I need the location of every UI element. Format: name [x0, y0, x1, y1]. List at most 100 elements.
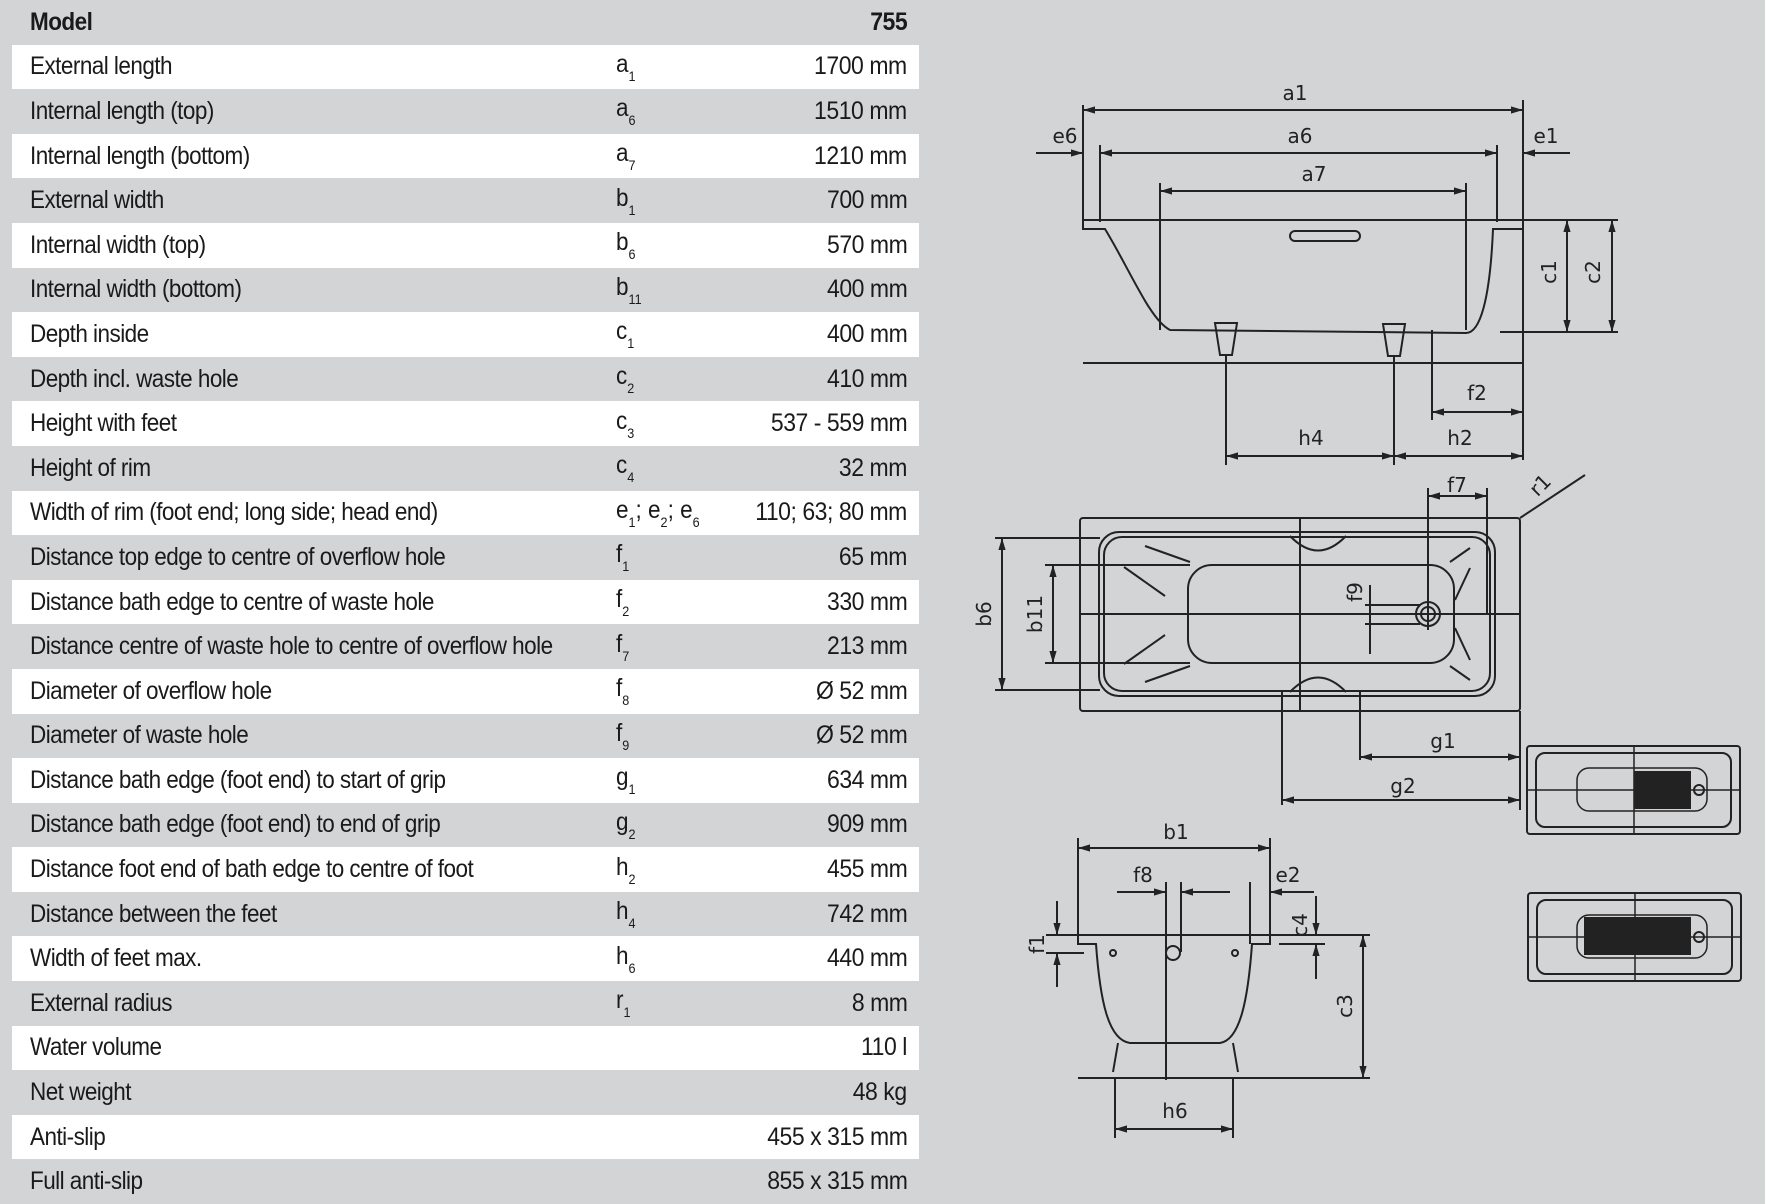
- row-label: Width of rim (foot end; long side; head …: [30, 498, 438, 527]
- row-symbol: c4: [616, 451, 634, 485]
- symbol-subscript: 1: [628, 201, 636, 218]
- symbol-letter: f: [616, 629, 623, 658]
- row-value: 742 mm: [826, 899, 908, 928]
- row-value: 8 mm: [851, 988, 907, 1017]
- symbol-subscript: 6: [692, 513, 700, 530]
- row-value: 855 x 315 mm: [766, 1167, 908, 1196]
- symbol-letter: b: [616, 228, 629, 257]
- end-view-drawing: [1046, 838, 1370, 1138]
- table-row: Distance bath edge (foot end) to start o…: [12, 758, 919, 803]
- table-row: Depth incl. waste hole c2 410 mm: [12, 356, 919, 402]
- symbol-subscript: 2: [627, 380, 635, 397]
- model-number: 755: [869, 7, 907, 36]
- symbol-subscript: 3: [627, 424, 635, 441]
- symbol-subscript: 1: [623, 1004, 631, 1021]
- symbol-subscript: 6: [628, 112, 636, 129]
- dim-label-f9: f9: [1343, 582, 1367, 602]
- row-label: Distance bath edge (foot end) to end of …: [30, 810, 441, 839]
- row-label: Width of feet max.: [30, 944, 202, 973]
- row-value: Ø 52 mm: [815, 721, 908, 750]
- symbol-letter: c: [616, 317, 628, 346]
- row-symbol: b11: [616, 273, 642, 307]
- row-label: Diameter of waste hole: [30, 721, 249, 750]
- symbol-letter: f: [616, 674, 623, 703]
- symbol-subscript: 1: [628, 781, 636, 798]
- dim-label-e1: e1: [1533, 124, 1558, 148]
- row-label: Depth incl. waste hole: [30, 364, 239, 393]
- symbol-subscript: 11: [628, 290, 642, 307]
- dim-label-c2: c2: [1581, 260, 1605, 284]
- anti-slip-thumbnail: [1526, 745, 1741, 835]
- dim-label-f7: f7: [1447, 473, 1467, 497]
- symbol-letter: ; e: [667, 495, 693, 524]
- symbol-letter: r: [616, 986, 624, 1015]
- row-label: Diameter of overflow hole: [30, 676, 272, 705]
- symbol-letter: h: [616, 852, 629, 881]
- dim-label-f8: f8: [1133, 863, 1153, 887]
- row-symbol: b1: [616, 184, 636, 218]
- dim-label-a1: a1: [1283, 81, 1308, 105]
- row-value: Ø 52 mm: [815, 676, 908, 705]
- row-symbol: f7: [616, 630, 629, 664]
- symbol-subscript: 4: [627, 469, 635, 486]
- table-row: Anti-slip 455 x 315 mm: [12, 1114, 919, 1160]
- symbol-letter: ; e: [635, 495, 661, 524]
- row-symbol: h6: [616, 942, 636, 976]
- row-label: Distance foot end of bath edge to centre…: [30, 855, 474, 884]
- row-value: 32 mm: [839, 453, 907, 482]
- row-value: 455 x 315 mm: [766, 1122, 908, 1151]
- row-symbol: e1; e2; e6: [616, 496, 700, 530]
- row-value: 410 mm: [826, 364, 908, 393]
- symbol-subscript: 2: [660, 513, 668, 530]
- row-value: 400 mm: [826, 319, 908, 348]
- row-symbol: c3: [616, 407, 634, 441]
- row-label: Anti-slip: [30, 1122, 106, 1151]
- symbol-subscript: 7: [628, 157, 636, 174]
- row-symbol: f9: [616, 719, 629, 753]
- dim-label-b6: b6: [972, 601, 996, 626]
- symbol-letter: c: [616, 451, 628, 480]
- symbol-subscript: 2: [628, 825, 636, 842]
- table-row: Diameter of waste hole f9 Ø 52 mm: [12, 713, 919, 759]
- dim-label-f1: f1: [1025, 934, 1049, 954]
- table-row: Width of rim (foot end; long side; head …: [12, 490, 919, 536]
- table-row: Distance foot end of bath edge to centre…: [12, 847, 919, 892]
- row-value: 65 mm: [839, 542, 907, 571]
- row-label: Height with feet: [30, 409, 177, 438]
- dim-label-a7: a7: [1302, 162, 1327, 186]
- symbol-letter: h: [616, 897, 629, 926]
- symbol-letter: c: [616, 406, 628, 435]
- symbol-letter: c: [616, 362, 628, 391]
- symbol-subscript: 1: [628, 67, 636, 84]
- row-value: 537 - 559 mm: [770, 409, 908, 438]
- foot-right: [1381, 323, 1407, 465]
- table-row: Distance bath edge to centre of waste ho…: [12, 579, 919, 625]
- row-label: Net weight: [30, 1078, 131, 1107]
- dim-label-c1: c1: [1537, 260, 1561, 284]
- dim-label-g2: g2: [1390, 774, 1415, 798]
- row-value: 1700 mm: [814, 52, 907, 81]
- symbol-letter: b: [616, 183, 629, 212]
- row-value: 909 mm: [826, 810, 908, 839]
- symbol-letter: e: [616, 495, 629, 524]
- symbol-letter: g: [616, 807, 629, 836]
- symbol-subscript: 1: [622, 558, 630, 575]
- table-row: Height with feet c3 537 - 559 mm: [12, 401, 919, 446]
- row-value: 1510 mm: [814, 96, 907, 125]
- symbol-subscript: 9: [622, 736, 630, 753]
- row-value: 110; 63; 80 mm: [755, 498, 907, 527]
- row-value: 110 l: [861, 1033, 907, 1062]
